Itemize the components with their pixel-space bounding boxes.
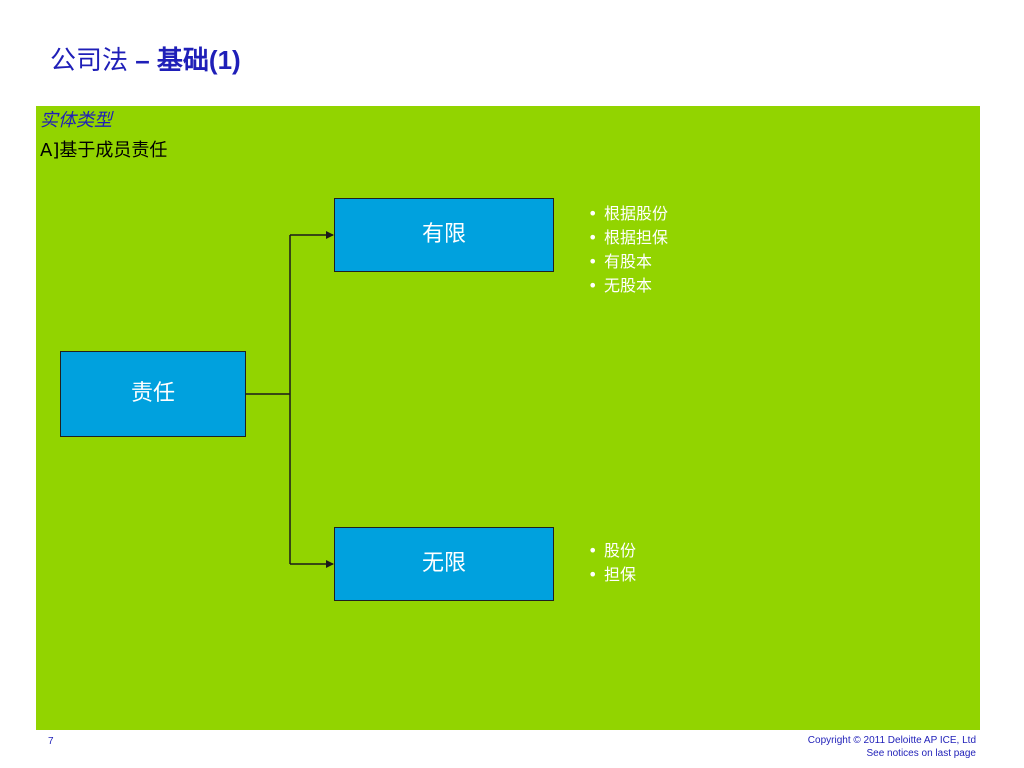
copyright-text: Copyright © 2011 Deloitte AP ICE, Ltd — [807, 735, 976, 746]
diagram-connectors — [246, 231, 334, 568]
section-heading: 实体类型 — [40, 110, 112, 131]
box-limited-label: 有限 — [421, 222, 466, 247]
bullet-item: 根据担保 — [584, 226, 668, 250]
footer-copyright: Copyright © 2011 Deloitte AP ICE, Ltd Se… — [808, 734, 976, 760]
limited-bullet-list: 根据股份 根据担保 有股本 无股本 — [584, 202, 668, 298]
bullet-item: 无股本 — [584, 274, 668, 298]
page-number: 7 — [48, 736, 54, 747]
bullet-item: 股份 — [584, 539, 636, 563]
box-liability: 责任 — [60, 351, 246, 437]
bullet-item: 根据股份 — [584, 202, 668, 226]
section-subheading: A]基于成员责任 — [40, 140, 168, 161]
notice-text: See notices on last page — [866, 748, 976, 759]
slide-title-latin: – 基础(1) — [128, 45, 241, 75]
slide-title: 公司法 – 基础(1) — [50, 40, 241, 81]
box-limited: 有限 — [334, 198, 554, 272]
unlimited-bullet-list: 股份 担保 — [584, 539, 636, 587]
box-liability-label: 责任 — [130, 381, 175, 406]
bullet-item: 有股本 — [584, 250, 668, 274]
bullet-item: 担保 — [584, 563, 636, 587]
box-unlimited-label: 无限 — [421, 551, 466, 576]
box-unlimited: 无限 — [334, 527, 554, 601]
slide-title-chinese: 公司法 — [50, 46, 129, 76]
content-panel: 实体类型 A]基于成员责任 责任 有限 无限 根据股份 根据担保 有股本 无股本… — [36, 106, 980, 730]
